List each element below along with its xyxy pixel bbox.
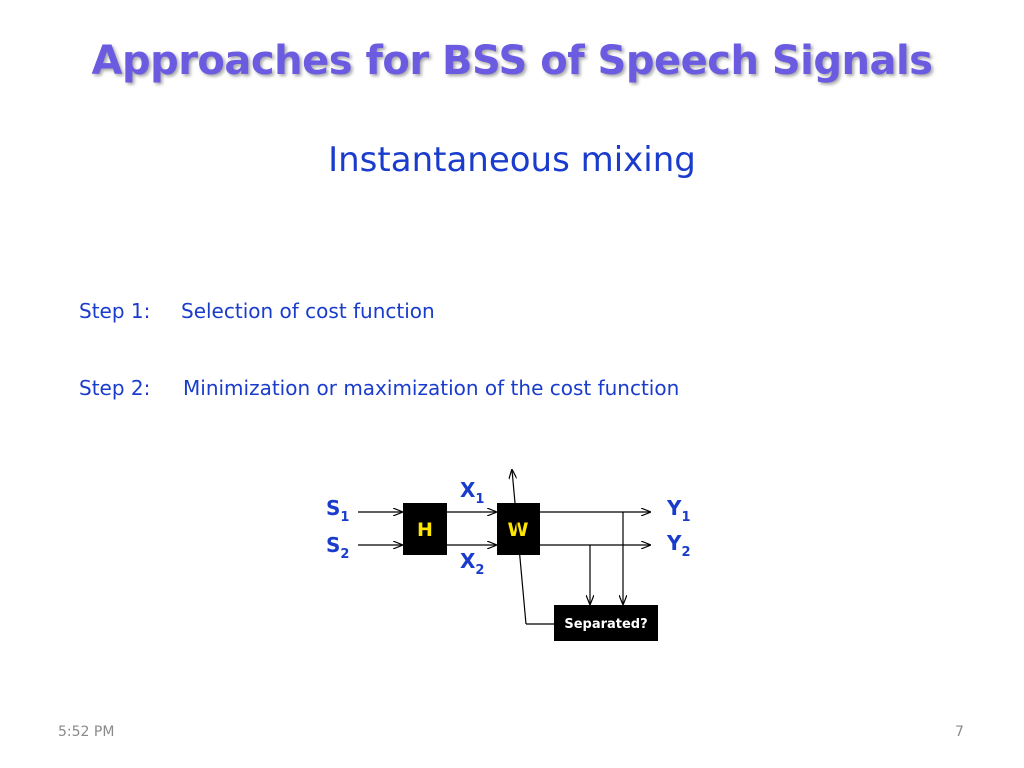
separated-decision-box [554, 605, 658, 641]
x1-label: X1 [460, 478, 484, 507]
y2-label: Y2 [666, 531, 691, 560]
slide-title: Approaches for BSS of Speech Signals [91, 38, 933, 84]
step-2-text: Minimization or maximization of the cost… [183, 376, 680, 400]
step-1-text: Selection of cost function [181, 299, 435, 323]
step-2-label: Step 2: [79, 376, 151, 400]
step-1: Step 1: Selection of cost function [79, 299, 435, 323]
x2-label: X2 [460, 549, 484, 578]
slide-page-number: 7 [955, 724, 964, 740]
mixing-block-h [403, 503, 447, 555]
update-arrow [512, 470, 527, 625]
y1-label: Y1 [666, 496, 691, 525]
separated-decision-label: Separated? [564, 617, 647, 632]
step-2: Step 2: Minimization or maximization of … [79, 376, 679, 400]
slide-time: 5:52 PM [58, 724, 115, 740]
s1-label: S1 [326, 496, 349, 525]
slide-subtitle: Instantaneous mixing [328, 140, 696, 180]
s2-label: S2 [326, 533, 349, 562]
mixing-block-h-label: H [417, 519, 433, 541]
step-1-label: Step 1: [79, 299, 151, 323]
